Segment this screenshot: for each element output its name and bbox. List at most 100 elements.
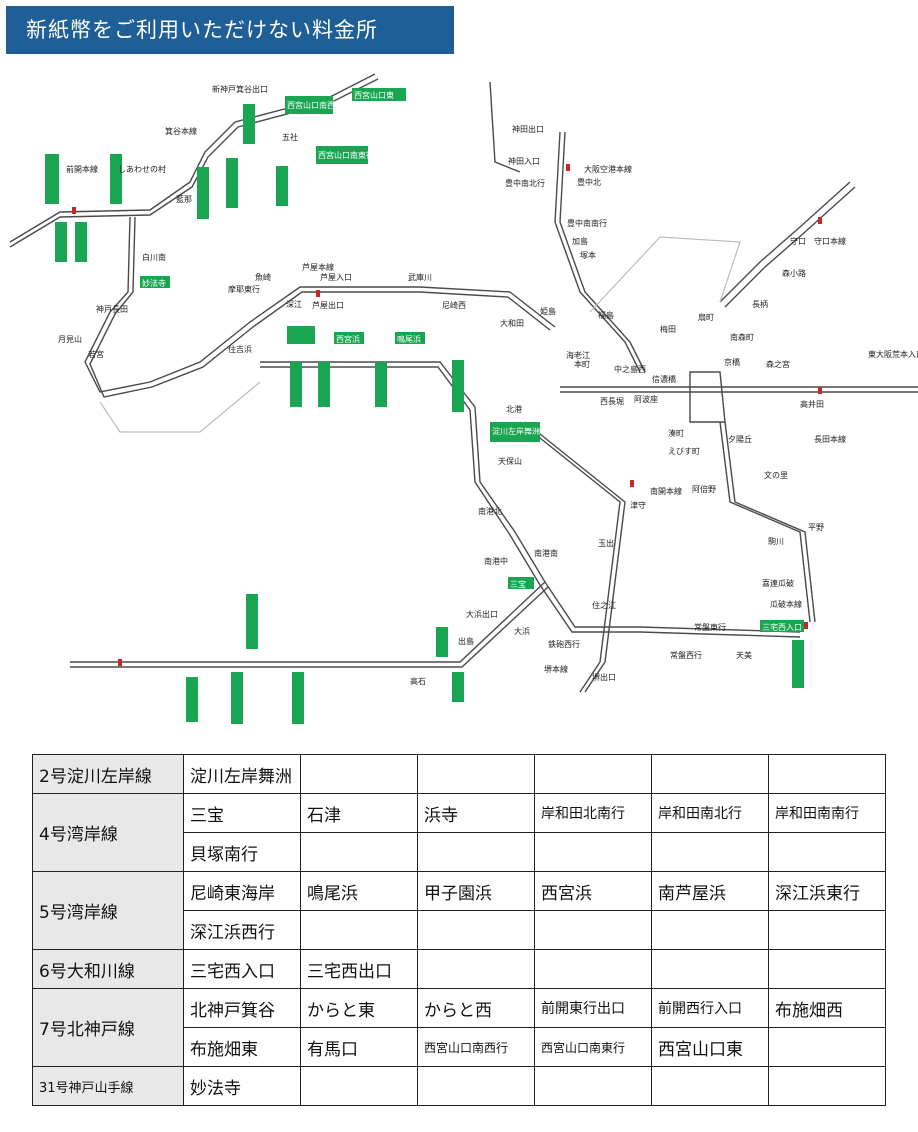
place-labels: 新神戸箕谷出口 箕谷本線 五社 しあわせの村 前開本線 藍那 白川南 神戸長田 …	[58, 84, 918, 686]
svg-text:塚本: 塚本	[580, 250, 596, 260]
svg-text:住吉浜: 住吉浜	[228, 344, 252, 354]
toll-cell: 西宮山口南東行	[534, 1027, 652, 1067]
toll-cell: 前開西行入口	[651, 988, 769, 1028]
svg-text:南港南: 南港南	[534, 548, 558, 558]
svg-text:森之宮: 森之宮	[766, 359, 790, 369]
svg-text:西長堀: 西長堀	[600, 397, 624, 406]
svg-text:中之島西: 中之島西	[614, 364, 646, 374]
toll-cell: 三宅西入口	[183, 949, 301, 989]
svg-text:豊中北: 豊中北	[577, 177, 601, 187]
toll-cell	[651, 949, 769, 989]
svg-text:瓜破本線: 瓜破本線	[770, 599, 802, 609]
table-row: 4号湾岸線 三宝 石津 浜寺 岸和田北南行 岸和田南北行 岸和田南南行	[32, 793, 886, 872]
toll-cell	[417, 1066, 535, 1106]
svg-text:守口本線: 守口本線	[814, 236, 846, 246]
expressway-map: 西宮山口南西行 西宮山口東 西宮山口南東行 妙法寺 西宮浜 鳴尾浜 淀川左岸舞洲…	[9, 73, 918, 724]
svg-text:尼崎西: 尼崎西	[442, 300, 466, 310]
svg-text:武庫川: 武庫川	[408, 272, 432, 282]
svg-text:本町: 本町	[574, 359, 590, 369]
toll-cell: 南芦屋浜	[651, 871, 769, 911]
toll-cell	[768, 754, 886, 794]
svg-text:京橋: 京橋	[724, 357, 740, 367]
toll-cell: からと東	[300, 988, 418, 1028]
svg-text:天保山: 天保山	[498, 456, 522, 466]
svg-text:月見山: 月見山	[58, 334, 82, 344]
svg-text:長田本線: 長田本線	[814, 434, 846, 444]
table-row: 31号神戸山手線 妙法寺	[32, 1066, 886, 1106]
svg-text:福島: 福島	[598, 310, 614, 320]
svg-text:姫島: 姫島	[540, 306, 556, 316]
toll-cell: 西宮山口南西行	[417, 1027, 535, 1067]
toll-cell: 岸和田南北行	[651, 793, 769, 833]
svg-text:阿倍野: 阿倍野	[692, 484, 716, 494]
toll-table: 2号淀川左岸線 淀川左岸舞洲 4号湾岸線 三宝 石津 浜寺 岸和田北南行 岸和田…	[32, 754, 886, 1106]
line-name: 2号淀川左岸線	[32, 754, 184, 794]
toll-cell: 前開東行出口	[534, 988, 652, 1028]
svg-text:芦屋入口: 芦屋入口	[320, 272, 352, 282]
svg-text:玉出: 玉出	[598, 538, 614, 548]
toll-cell: 北神戸箕谷	[183, 988, 301, 1028]
map-green-label: 西宮山口東	[354, 90, 394, 100]
svg-text:堺本線: 堺本線	[544, 664, 568, 674]
svg-text:南開本線: 南開本線	[650, 486, 682, 496]
toll-cell: 布施畑東	[183, 1027, 301, 1067]
svg-text:長柄: 長柄	[752, 299, 768, 309]
table-row: 2号淀川左岸線 淀川左岸舞洲	[32, 754, 886, 794]
svg-text:五社: 五社	[282, 132, 298, 142]
svg-text:豊中南北行: 豊中南北行	[505, 178, 545, 188]
svg-text:夕陽丘: 夕陽丘	[728, 434, 752, 444]
svg-text:白川南: 白川南	[142, 252, 166, 262]
svg-text:若宮: 若宮	[88, 349, 104, 359]
toll-cell	[651, 910, 769, 950]
svg-text:湊町: 湊町	[668, 428, 684, 438]
svg-text:しあわせの村: しあわせの村	[118, 164, 166, 174]
toll-cell: 石津	[300, 793, 418, 833]
toll-cell	[651, 832, 769, 872]
svg-text:常盤西行: 常盤西行	[670, 650, 702, 660]
toll-cell: 妙法寺	[183, 1066, 301, 1106]
svg-text:出島: 出島	[458, 636, 474, 646]
toll-cell	[417, 910, 535, 950]
toll-cell: 岸和田南南行	[768, 793, 886, 833]
toll-cell	[768, 1027, 886, 1067]
svg-text:阿波座: 阿波座	[634, 394, 658, 404]
svg-text:大浜: 大浜	[514, 626, 530, 636]
toll-cell: 三宝	[183, 793, 301, 833]
svg-text:大浜出口: 大浜出口	[466, 609, 498, 619]
toll-cell: 尼崎東海岸	[183, 871, 301, 911]
toll-cell	[300, 832, 418, 872]
svg-text:住之江: 住之江	[592, 600, 616, 610]
toll-cell	[417, 832, 535, 872]
toll-cell: 西宮浜	[534, 871, 652, 911]
svg-text:扇町: 扇町	[698, 312, 714, 322]
toll-cell	[417, 754, 535, 794]
toll-cell: 有馬口	[300, 1027, 418, 1067]
svg-text:信濃橋: 信濃橋	[652, 374, 676, 384]
toll-cell: 深江浜東行	[768, 871, 886, 911]
table-row: 5号湾岸線 尼崎東海岸 鳴尾浜 甲子園浜 西宮浜 南芦屋浜 深江浜東行	[32, 871, 886, 950]
svg-text:摩耶東行: 摩耶東行	[228, 284, 260, 294]
svg-text:神田出口: 神田出口	[512, 124, 544, 134]
svg-text:南森町: 南森町	[730, 332, 754, 342]
toll-cell	[768, 832, 886, 872]
svg-text:藍那: 藍那	[176, 194, 192, 204]
svg-text:神田入口: 神田入口	[508, 156, 540, 166]
toll-cell	[534, 832, 652, 872]
svg-text:堺出口: 堺出口	[592, 672, 616, 682]
svg-text:森小路: 森小路	[782, 268, 806, 278]
svg-text:魚崎: 魚崎	[255, 272, 271, 282]
toll-cell: 深江浜西行	[183, 910, 301, 950]
svg-text:芦屋本線: 芦屋本線	[302, 262, 334, 272]
toll-cell	[534, 910, 652, 950]
svg-text:海老江: 海老江	[566, 350, 590, 360]
map-green-label: 三宅西入口	[762, 622, 802, 632]
map-green-label: 西宮山口南西行	[287, 100, 343, 110]
toll-cell: 淀川左岸舞洲	[183, 754, 301, 794]
toll-cell: 西宮山口東	[651, 1027, 769, 1067]
svg-text:南港北: 南港北	[478, 506, 502, 516]
toll-cell: 甲子園浜	[417, 871, 535, 911]
svg-text:梅田: 梅田	[660, 324, 676, 334]
toll-cell	[768, 910, 886, 950]
map-green-label: 三宝	[510, 579, 526, 589]
toll-cell: 貝塚南行	[183, 832, 301, 872]
